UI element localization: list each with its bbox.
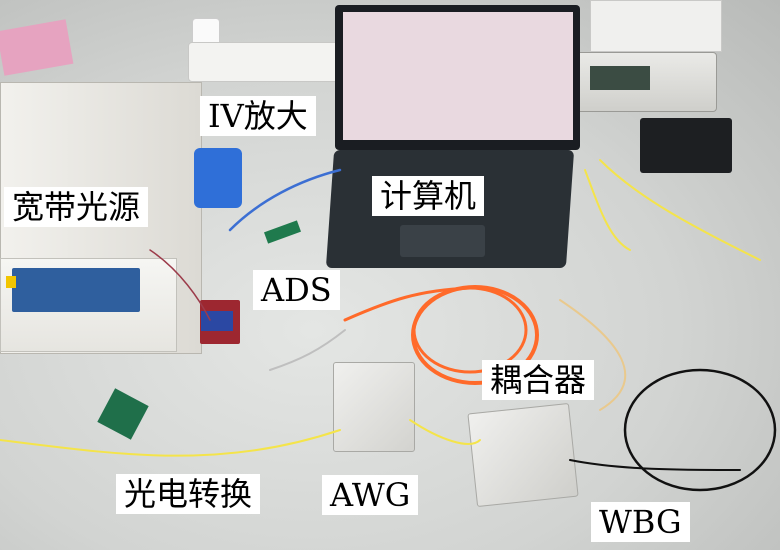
label-awg: AWG [322, 475, 419, 515]
orange-fiber-lead [343, 286, 472, 322]
yellow-fiber-bundle-1 [599, 159, 761, 261]
yellow-fiber-bundle-2 [584, 169, 631, 251]
battery-pack [194, 148, 242, 208]
label-broadband-source: 宽带光源 [4, 187, 149, 227]
laptop-screen-display [343, 12, 573, 140]
warning-icon [6, 276, 16, 288]
gray-patch-cable [269, 329, 346, 371]
black-fiber-lead [569, 459, 741, 471]
label-photoelectric-converter: 光电转换 [116, 474, 261, 514]
instrument-top [590, 0, 722, 52]
yellow-fiber-awg-coupler [409, 419, 481, 445]
signal-wire [149, 249, 211, 321]
instrument-display [590, 66, 650, 90]
label-ads: ADS [253, 270, 340, 310]
ads-module [201, 311, 233, 331]
fiber-interrogator-box [640, 118, 732, 173]
black-wbg-fiber-loop [623, 368, 777, 492]
label-computer: 计算机 [372, 176, 485, 216]
laptop-touchpad [400, 225, 485, 257]
device-label-sticker [12, 268, 140, 312]
label-wbg: WBG [591, 502, 690, 542]
tan-fiber [559, 299, 627, 411]
usb-cable [228, 168, 342, 232]
power-strip [188, 42, 340, 82]
awg-device [333, 362, 415, 452]
label-coupler: 耦合器 [482, 360, 595, 400]
label-iv-amplifier: IV放大 [200, 96, 316, 136]
yellow-fiber-left [0, 429, 341, 457]
